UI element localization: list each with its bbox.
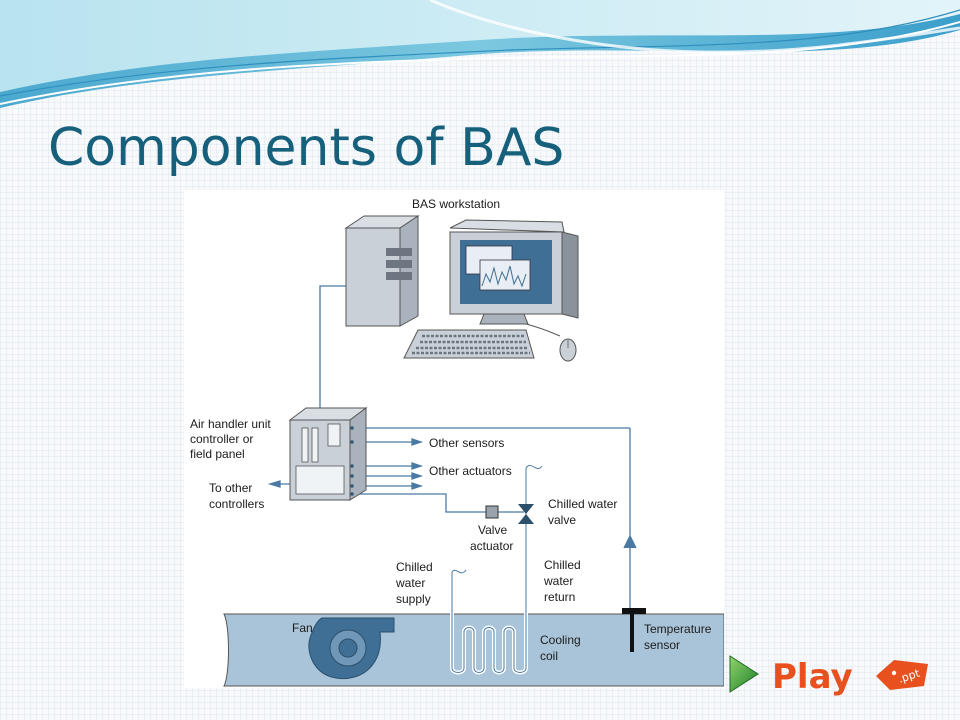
slide-title: Components of BAS xyxy=(48,118,565,178)
label-valve-actuator-line1: Valve xyxy=(478,523,507,537)
label-fan: Fan xyxy=(292,621,313,635)
playppt-logo: Play .ppt xyxy=(728,650,933,700)
label-valve-actuator-line2: actuator xyxy=(470,539,513,553)
label-chilled-water-valve-line2: valve xyxy=(548,513,576,527)
label-cooling-coil-line1: Cooling xyxy=(540,633,581,647)
label-temperature-sensor-line1: Temperature xyxy=(644,622,712,636)
ppt-tag-icon xyxy=(876,660,928,690)
label-ahu-line3: field panel xyxy=(190,447,245,461)
label-cw-supply-line2: water xyxy=(395,576,425,590)
play-arrow-icon xyxy=(729,655,759,693)
label-ahu-line2: controller or xyxy=(190,432,253,446)
label-other-sensors: Other sensors xyxy=(429,436,504,450)
label-cw-return-line1: Chilled xyxy=(544,558,581,572)
chilled-water-valve xyxy=(485,504,534,524)
air-handler-controller xyxy=(288,407,368,501)
label-chilled-water-valve-line1: Chilled water xyxy=(548,497,617,511)
label-cw-supply-line3: supply xyxy=(396,592,431,606)
header-wave-decoration xyxy=(0,0,960,108)
monitor xyxy=(449,219,579,325)
bas-diagram: BAS workstation Air handler unit control… xyxy=(184,190,724,688)
keyboard-and-mouse xyxy=(403,323,577,362)
label-ahu-line1: Air handler unit xyxy=(190,417,271,431)
fan xyxy=(308,617,395,680)
temperature-sensor xyxy=(622,608,646,652)
cooling-coil-piping-outline xyxy=(451,464,543,673)
label-to-other-line1: To other xyxy=(209,481,252,495)
computer-tower xyxy=(344,215,420,327)
label-to-other-line2: controllers xyxy=(209,497,264,511)
play-logo-text: Play xyxy=(772,657,853,697)
label-bas-workstation: BAS workstation xyxy=(412,197,500,211)
label-cw-return-line2: water xyxy=(543,574,573,588)
label-temperature-sensor-line2: sensor xyxy=(644,638,680,652)
label-cw-return-line3: return xyxy=(544,590,575,604)
label-other-actuators: Other actuators xyxy=(429,464,512,478)
label-cooling-coil-line2: coil xyxy=(540,649,558,663)
label-cw-supply-line1: Chilled xyxy=(396,560,433,574)
